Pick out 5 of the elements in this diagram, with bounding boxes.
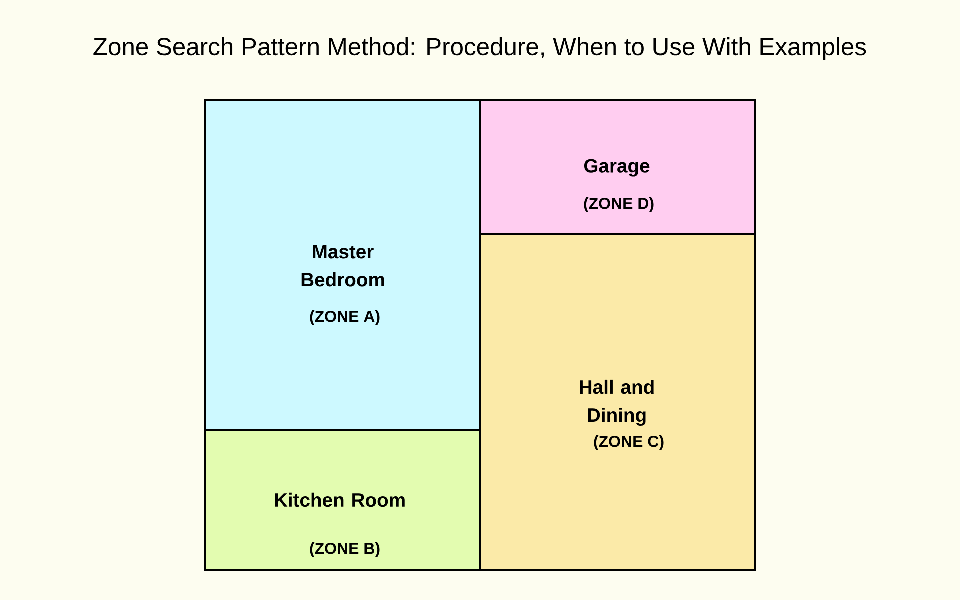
room-box: Master Bedroom (ZONE A) <box>204 99 481 431</box>
room-box: Garage (ZONE D) <box>479 99 756 235</box>
title: Zone Search Pattern Method: Procedure, When to Use With Examples <box>94 38 866 60</box>
room-box: Kitchen Room (ZONE B) <box>204 429 481 571</box>
room-box: Hall and Dining (ZONE C) <box>479 233 756 571</box>
